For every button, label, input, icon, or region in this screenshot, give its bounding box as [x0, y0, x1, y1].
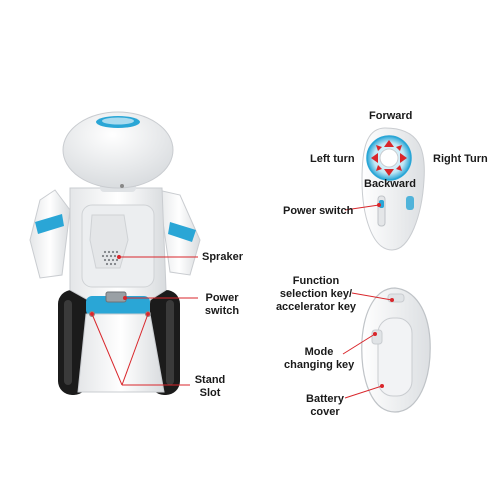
arrow-right-icon[interactable] — [400, 153, 407, 163]
robot-power-switch-label: Power switch — [200, 292, 244, 318]
remote-power-switch-label: Power switch — [283, 205, 354, 217]
remote-right-turn-label: Right Turn — [433, 153, 488, 165]
robot-left-arm — [29, 189, 71, 279]
remote-battery-line1: Battery — [306, 393, 344, 405]
arrow-down-icon[interactable] — [384, 169, 394, 176]
robot-lower-base — [77, 313, 165, 393]
arrow-left-icon[interactable] — [371, 153, 378, 163]
remote-left-turn-label: Left turn — [310, 153, 355, 165]
robot-speaker-label: Spraker — [202, 251, 243, 263]
robot-pointer-lines — [91, 256, 198, 386]
robot — [29, 111, 201, 395]
remote-mode-line1: Mode — [304, 346, 334, 358]
robot-head — [62, 111, 174, 189]
robot-power-switch[interactable] — [105, 291, 127, 303]
robot-power-label-line1: Power — [205, 292, 239, 304]
remote-battery-cover[interactable] — [377, 317, 413, 397]
robot-stand-label-line2: Slot — [199, 387, 221, 399]
remote-battery-line2: cover — [310, 406, 340, 418]
robot-power-label-line2: switch — [204, 305, 240, 317]
direction-arrows — [371, 140, 407, 176]
remote-mode-key[interactable] — [371, 329, 383, 345]
remote-forward-label: Forward — [369, 110, 413, 122]
remote-back — [361, 287, 431, 413]
remote-function-line1: Function — [292, 275, 340, 287]
robot-waist-band — [86, 296, 150, 316]
remote-front-pointer-lines — [344, 204, 380, 211]
remote-backward-label: Backward — [364, 178, 416, 190]
remote-mode-line2: changing key — [284, 359, 355, 371]
remote-function-line2: selection key/ — [279, 288, 353, 300]
remote-mode-key-label: Mode changing key — [284, 346, 354, 372]
remote-front — [361, 127, 425, 251]
remote-battery-cover-label: Battery cover — [300, 393, 350, 419]
arrow-up-icon[interactable] — [384, 140, 394, 147]
remote-function-line3: accelerator key — [275, 301, 357, 313]
remote-function-key-label: Function selection key/ accelerator key — [272, 275, 360, 314]
robot-stand-slot-label: Stand Slot — [190, 374, 230, 400]
robot-speaker-grille — [101, 250, 121, 266]
robot-stand-label-line1: Stand — [194, 374, 226, 386]
remote-back-pointer-lines — [342, 292, 393, 399]
